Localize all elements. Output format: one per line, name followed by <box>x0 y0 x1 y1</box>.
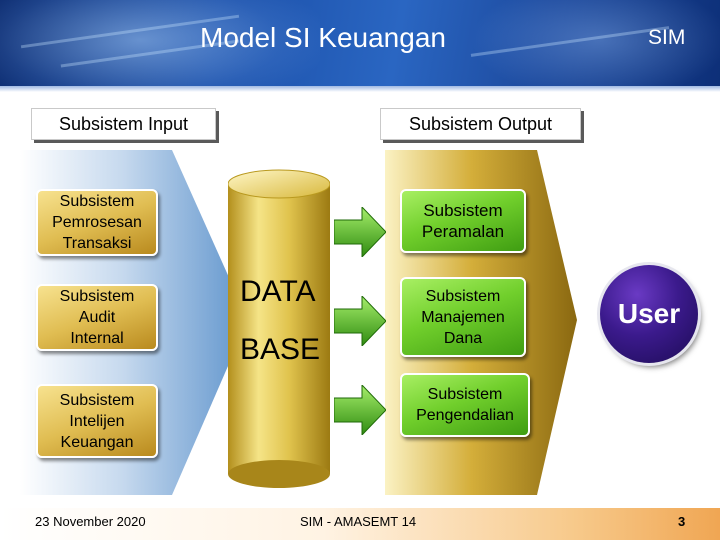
box-line: Subsistem <box>427 386 503 403</box>
box-line: Pemrosesan <box>52 214 142 231</box>
footer-bar <box>0 508 720 540</box>
box-line: Dana <box>443 329 483 347</box>
box-pengendalian: Subsistem Pengendalian <box>400 373 530 437</box>
header-banner: Model SI Keuangan SIM <box>0 0 720 88</box>
user-circle: User <box>600 265 698 363</box>
page-number: 3 <box>678 514 686 529</box>
header-tag: SIM <box>648 26 686 49</box>
box-line: Internal <box>70 330 124 347</box>
header-divider <box>0 86 720 92</box>
box-manajemen-dana: Subsistem Manajemen Dana <box>400 277 526 357</box>
footer-center-text: SIM - AMASEMT 14 <box>300 514 417 529</box>
database-label-base: BASE <box>240 333 321 366</box>
box-line: Pengendalian <box>416 407 514 424</box>
arrow-right-icon <box>334 296 386 346</box>
footer-date: 23 November 2020 <box>35 514 146 529</box>
box-audit-internal: Subsistem Audit Internal <box>36 284 158 351</box>
box-line: Audit <box>78 309 116 326</box>
database-label-data: DATA <box>240 275 316 308</box>
box-intelijen-keuangan: Subsistem Intelijen Keuangan <box>36 384 158 458</box>
database-cylinder-icon <box>228 169 330 488</box>
box-line: Subsistem <box>425 287 501 305</box>
box-line: Peramalan <box>421 222 505 241</box>
arrow-right-icon <box>334 385 386 435</box>
box-line: Keuangan <box>60 433 134 451</box>
header-glow <box>0 0 320 88</box>
box-line: Subsistem <box>423 201 503 220</box>
box-line: Intelijen <box>69 412 125 430</box>
box-pemrosesan-transaksi: Subsistem Pemrosesan Transaksi <box>36 189 158 256</box>
box-line: Subsistem <box>59 391 135 409</box>
slide-title: Model SI Keuangan <box>200 22 446 53</box>
box-line: Subsistem <box>59 288 135 305</box>
output-label: Subsistem Output <box>380 108 581 140</box>
input-label: Subsistem Input <box>31 108 216 140</box>
box-line: Transaksi <box>62 235 132 252</box>
arrow-right-icon <box>334 207 386 257</box>
box-peramalan: Subsistem Peramalan <box>400 189 526 253</box>
box-line: Manajemen <box>421 308 505 326</box>
box-line: Subsistem <box>59 193 135 210</box>
header-glow-right <box>470 0 720 88</box>
